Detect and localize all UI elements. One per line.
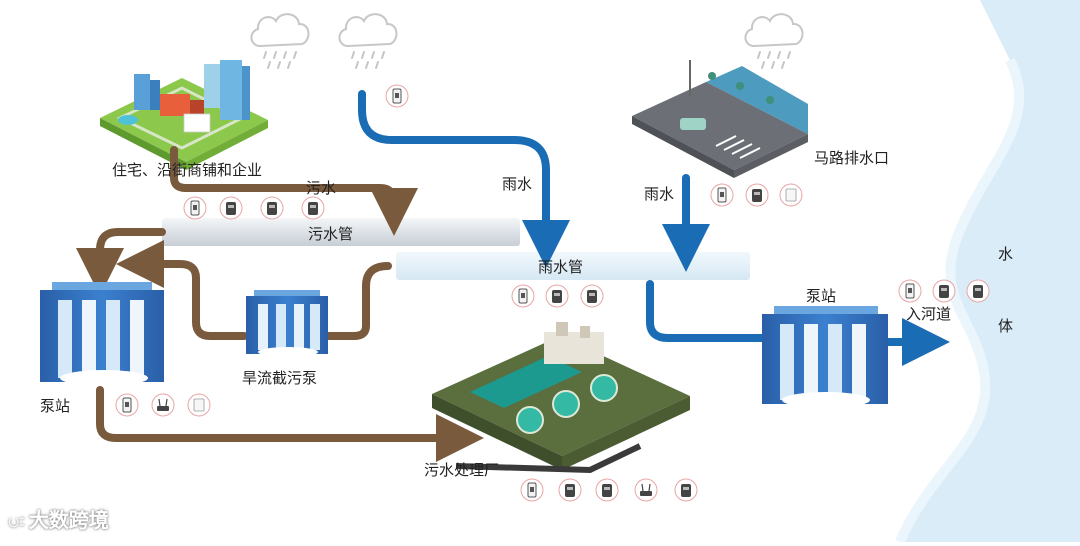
water-sensor-icon [115,393,139,417]
rain-right-label: 雨水 [644,186,675,203]
river-entry-label: 入河道 [906,306,952,323]
river-bank-highlight [895,57,1025,542]
sewage-dry-pump-loop [322,262,392,340]
rain-cloud-icon [744,13,804,70]
flow-meter-icon [932,279,956,303]
water-sensor-icon [520,478,544,502]
water-body-label-2: 体 [998,318,1014,335]
camera-icon [779,183,803,207]
river-entry-device-icons [898,279,990,303]
pump-station-right [762,306,888,408]
watermark-text: 大数跨境 [28,508,109,532]
road-illustration [632,60,808,178]
treatment-plant-illustration [432,322,690,474]
residential-block-illustration [100,60,268,170]
water-sensor-icon [511,284,535,308]
dry-flow-pump-station [246,290,328,357]
flow-meter-icon [745,183,769,207]
water-sensor-icon [183,196,207,220]
watermark: ပ꧇大数跨境 [8,504,109,546]
residential-label: 住宅、沿街商铺和企业 [112,162,263,179]
sewage-dry-pump-return [116,240,248,340]
sewage-flow-label: 污水 [306,180,337,197]
gateway-router-icon [151,393,175,417]
camera-icon [187,393,211,417]
water-sensor-icon [898,279,922,303]
residential-device-icons [183,196,325,220]
treatment-device-icons [520,478,698,502]
rain-cloud-icon [338,13,398,70]
dry-pump-label: 旱流截污泵 [242,370,318,387]
water-body-label-1: 水 [998,246,1014,263]
flow-meter-icon [219,196,243,220]
rain-pipe-label: 雨水管 [538,259,584,276]
flow-meter-icon [595,478,619,502]
sewage-pipe [162,218,520,246]
treatment-plant-label: 污水处理厂 [424,462,500,479]
flow-meter-icon [558,478,582,502]
flow-meter-icon [674,478,698,502]
pump-left-device-icons [115,393,211,417]
water-sensor-icon [385,84,409,108]
rain-flow-left [358,90,570,268]
rain-pipe [396,252,750,280]
pump-right-label: 泵站 [806,288,837,305]
sewage-flow-from-residential [170,146,418,236]
sewage-pipe-label: 污水管 [308,226,354,243]
rain-pipe-to-pump [646,280,766,342]
flow-meter-icon [260,196,284,220]
river [900,0,1080,542]
road-device-icons [710,183,803,207]
road-outlet-label: 马路排水口 [814,150,890,167]
pump-left-label: 泵站 [40,398,71,415]
flow-meter-icon [966,279,990,303]
rain-pipe-device-icons [511,284,604,308]
sewage-pump-to-treatment [96,386,484,462]
water-sensor-icon [710,183,734,207]
pump-station-left [40,282,164,386]
flow-meter-icon [301,196,325,220]
gateway-router-icon [634,478,658,502]
rain-cloud-icon [250,13,310,70]
sewage-pipe-to-left-pump [76,228,166,296]
rain-left-label: 雨水 [502,176,533,193]
flow-meter-icon [545,284,569,308]
watermark-logo-icon: ပ꧇ [8,508,25,532]
flow-meter-icon [580,284,604,308]
